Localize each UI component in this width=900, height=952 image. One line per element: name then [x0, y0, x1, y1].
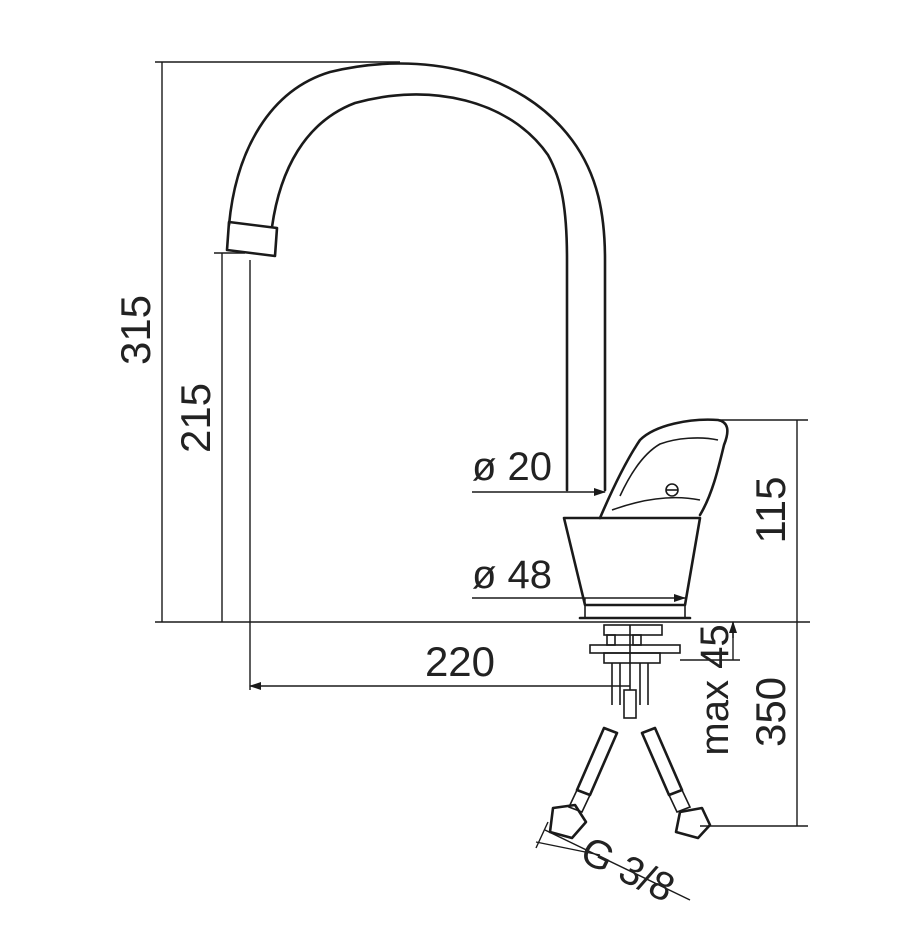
mounting-kit: [589, 624, 681, 719]
label-base-diameter: ø 48: [472, 553, 552, 597]
lever-lower-line: [611, 496, 701, 511]
aerator-nozzle: [225, 220, 279, 258]
dimension-lines: [155, 61, 810, 901]
label-total-height: 315: [112, 295, 159, 365]
dim-thread-line: [544, 829, 691, 901]
lever-inner-line: [619, 437, 719, 497]
flex-hose-right: [640, 726, 712, 840]
label-thread: G 3/8: [574, 829, 681, 911]
label-body-height: 115: [747, 477, 794, 544]
label-spout-diameter: ø 20: [472, 445, 552, 489]
spout-inner-contour: [270, 93, 569, 492]
spout-outer-contour: [227, 62, 607, 492]
label-max-thickness: max 45: [693, 624, 737, 755]
lever-handle: [598, 418, 729, 520]
flex-hose-left: [548, 726, 619, 840]
label-spout-reach: 220: [425, 638, 495, 685]
label-spout-height: 215: [172, 383, 219, 453]
mixer-body: [562, 516, 702, 607]
faucet-body: [225, 62, 729, 840]
label-hose-length: 350: [747, 677, 794, 747]
